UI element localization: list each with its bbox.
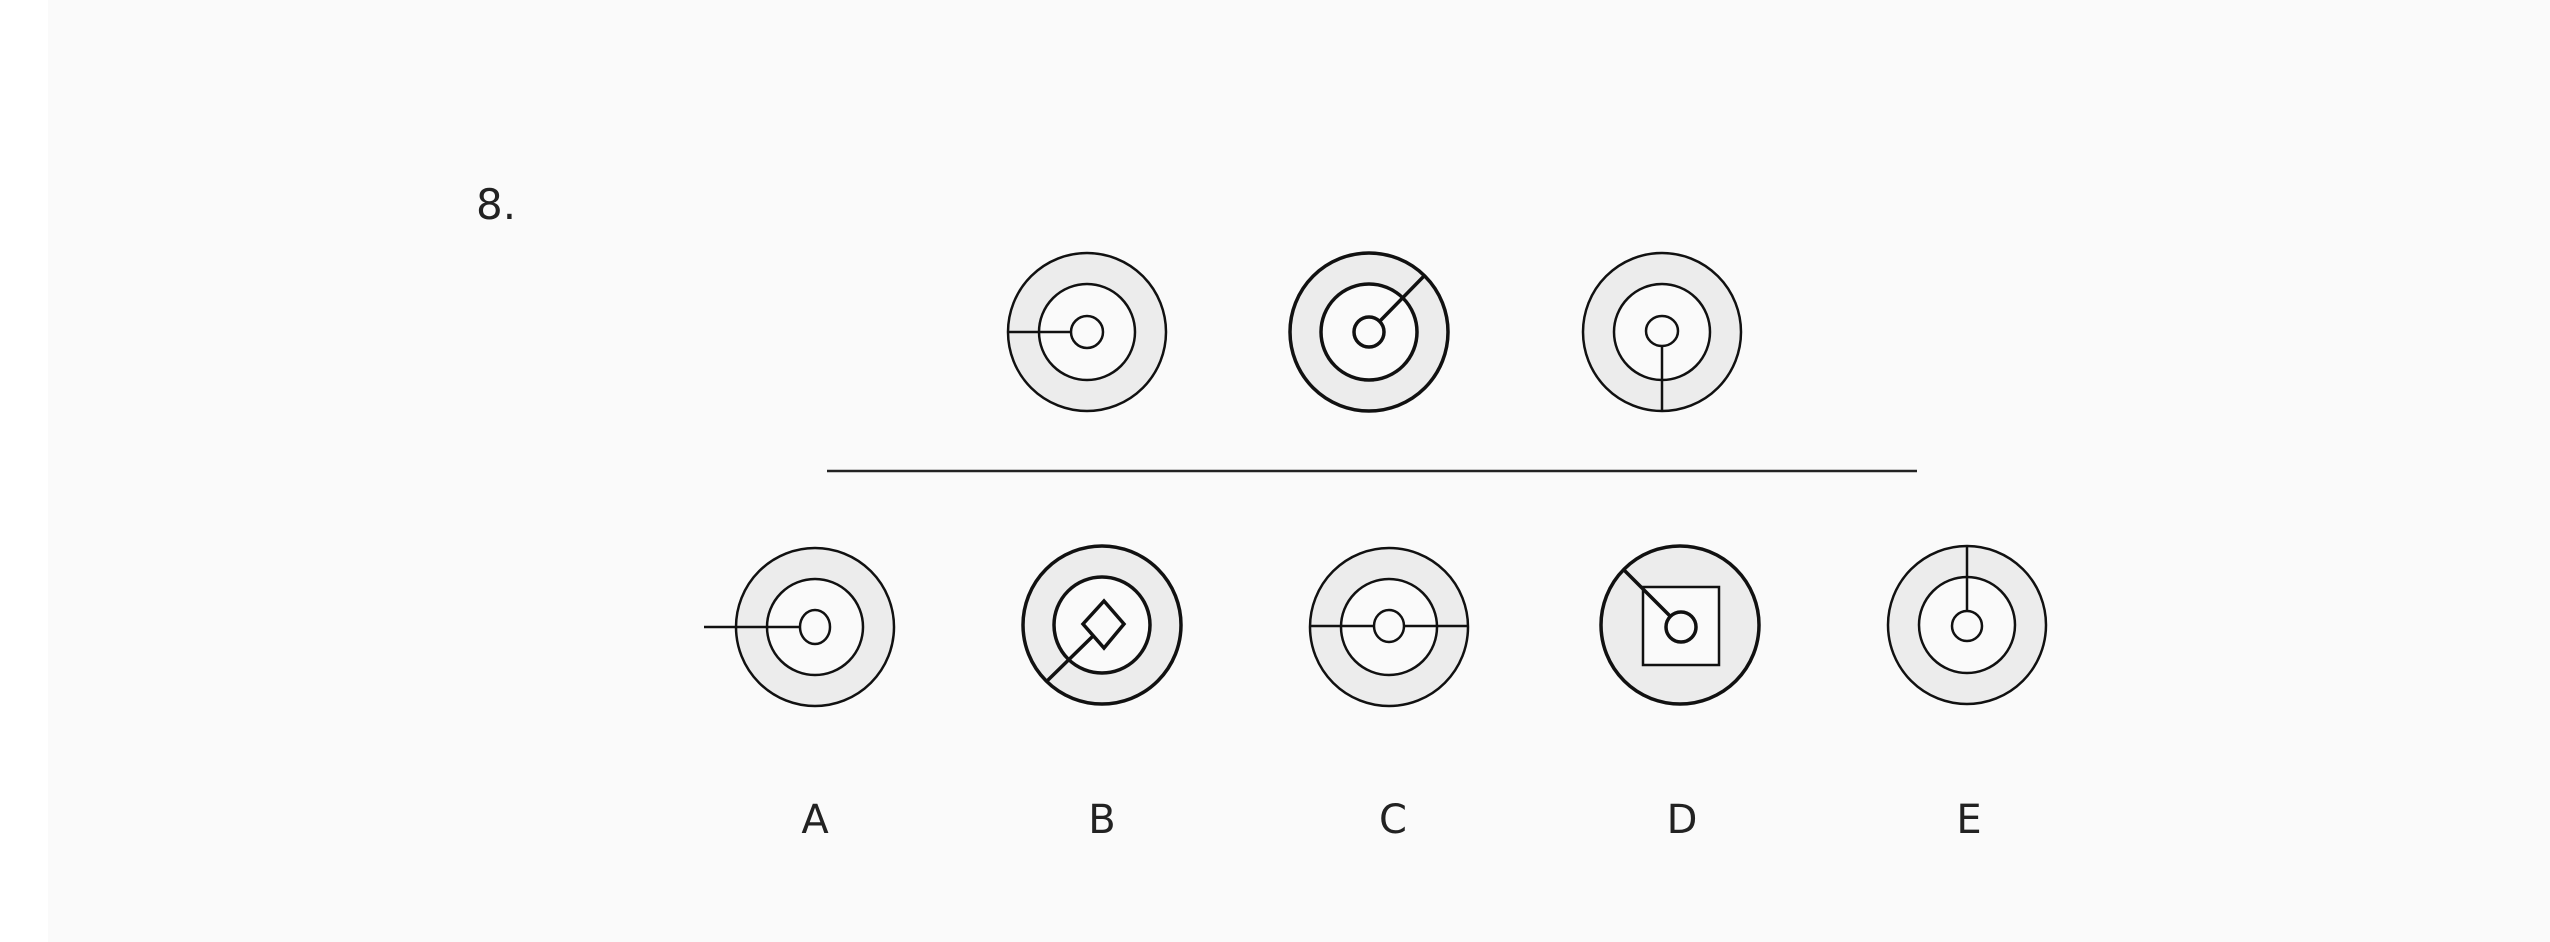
option-figure-d[interactable] — [1599, 544, 1761, 706]
option-label-b[interactable]: B — [1088, 797, 1116, 843]
option-label-c[interactable]: C — [1379, 797, 1407, 843]
option-figure-e[interactable] — [1886, 544, 2048, 706]
option-figure-c[interactable] — [1308, 546, 1470, 708]
question-number: 8. — [476, 180, 517, 229]
example-figure-3 — [1581, 251, 1743, 413]
example-figure-2 — [1288, 251, 1450, 413]
option-label-d[interactable]: D — [1666, 797, 1698, 843]
option-figure-a[interactable] — [704, 546, 896, 708]
option-figure-b[interactable] — [1021, 544, 1183, 706]
option-label-a[interactable]: A — [801, 797, 829, 843]
option-label-e[interactable]: E — [1956, 797, 1982, 843]
example-figure-1 — [1006, 251, 1168, 413]
page-margin — [0, 0, 48, 942]
